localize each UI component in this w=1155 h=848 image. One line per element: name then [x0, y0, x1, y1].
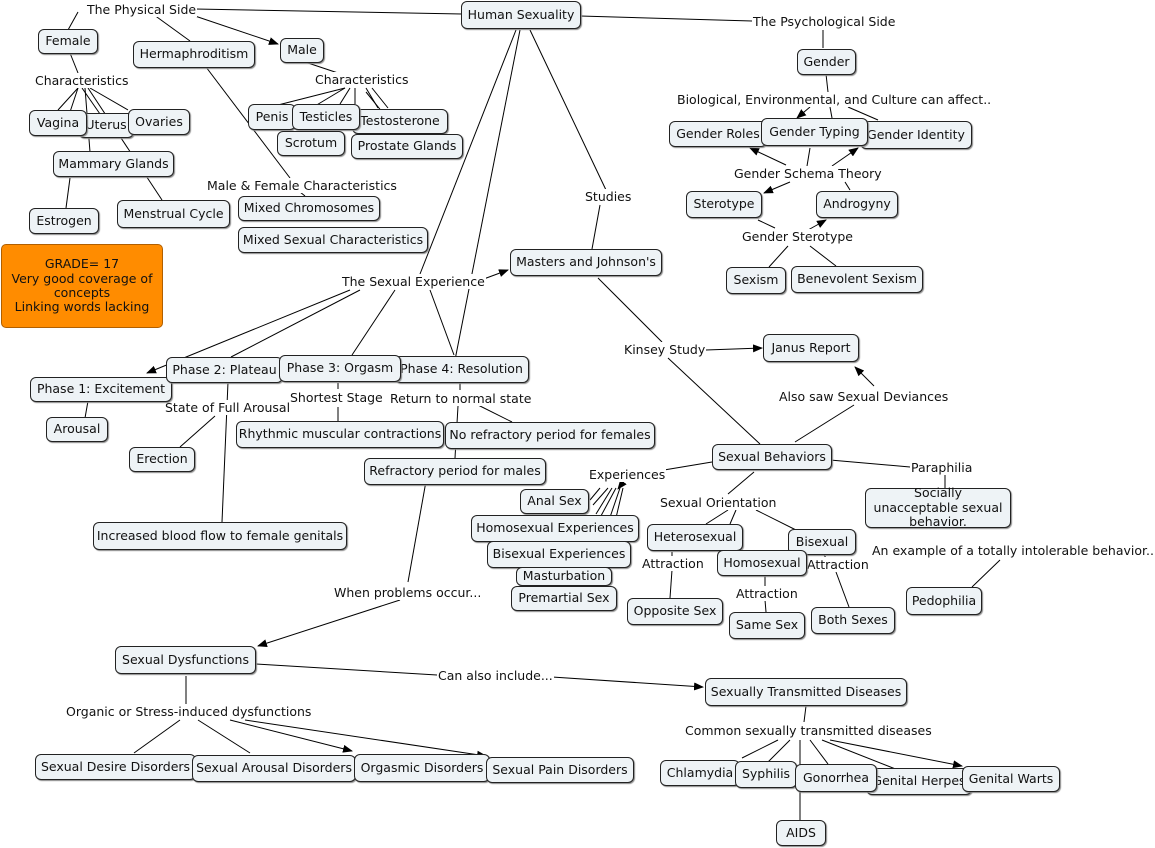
- concept-androgyny[interactable]: Androgyny: [816, 191, 898, 218]
- link-common-stds: Common sexually transmitted diseases: [684, 723, 933, 738]
- link-experiences: Experiences: [588, 467, 667, 482]
- concept-human-sexuality[interactable]: Human Sexuality: [461, 1, 581, 29]
- concept-genital-herpes[interactable]: Genital Herpes: [866, 768, 972, 795]
- link-characteristics-female: Characteristics: [34, 73, 130, 88]
- concept-ovaries[interactable]: Ovaries: [128, 109, 190, 135]
- link-gender-schema-theory: Gender Schema Theory: [733, 166, 883, 181]
- concept-testosterone[interactable]: Testosterone: [352, 109, 448, 134]
- concept-syphilis[interactable]: Syphilis: [735, 761, 797, 788]
- link-physical-side: The Physical Side: [86, 2, 198, 17]
- concept-phase3-orgasm[interactable]: Phase 3: Orgasm: [279, 355, 401, 382]
- concept-homosexual[interactable]: Homosexual: [717, 550, 807, 576]
- concept-female[interactable]: Female: [38, 29, 98, 54]
- link-bio-env-culture: Biological, Environmental, and Culture c…: [676, 92, 993, 107]
- concept-homosexual-experiences[interactable]: Homosexual Experiences: [471, 515, 639, 542]
- link-sexual-experience: The Sexual Experience: [341, 274, 486, 289]
- concept-gender-typing[interactable]: Gender Typing: [761, 118, 868, 146]
- link-kinsey-study: Kinsey Study: [623, 342, 707, 357]
- concept-heterosexual[interactable]: Heterosexual: [647, 524, 743, 551]
- concept-testicles[interactable]: Testicles: [292, 104, 360, 130]
- link-intolerable: An example of a totally intolerable beha…: [871, 543, 1155, 558]
- concept-phase2-plateau[interactable]: Phase 2: Plateau: [166, 357, 283, 383]
- concept-male[interactable]: Male: [280, 38, 324, 63]
- concept-benevolent-sexism[interactable]: Benevolent Sexism: [791, 266, 923, 293]
- concept-estrogen[interactable]: Estrogen: [29, 208, 99, 234]
- link-also-saw: Also saw Sexual Deviances: [778, 389, 950, 404]
- concept-sexual-behaviors[interactable]: Sexual Behaviors: [712, 444, 832, 470]
- concept-same-sex[interactable]: Same Sex: [729, 612, 805, 639]
- link-studies: Studies: [584, 189, 633, 204]
- concept-opposite-sex[interactable]: Opposite Sex: [627, 598, 723, 625]
- concept-sexual-desire-disorders[interactable]: Sexual Desire Disorders: [35, 754, 196, 780]
- link-shortest-stage: Shortest Stage: [289, 390, 384, 405]
- concept-bisexual-experiences[interactable]: Bisexual Experiences: [487, 541, 631, 568]
- link-characteristics-male: Characteristics: [314, 72, 410, 87]
- concept-rhythmic-contractions[interactable]: Rhythmic muscular contractions: [236, 421, 444, 448]
- concept-increased-blood-flow[interactable]: Increased blood flow to female genitals: [93, 522, 347, 550]
- link-attraction-1: Attraction: [641, 556, 705, 571]
- link-attraction-2: Attraction: [806, 557, 870, 572]
- concept-sexual-dysfunctions[interactable]: Sexual Dysfunctions: [115, 646, 256, 674]
- concept-sterotype[interactable]: Sterotype: [686, 191, 762, 218]
- concept-uterus[interactable]: Uterus: [78, 113, 134, 138]
- concept-orgasmic-disorders[interactable]: Orgasmic Disorders: [354, 754, 490, 782]
- concept-gender-identity[interactable]: Gender Identity: [860, 121, 972, 149]
- concept-hermaphroditism[interactable]: Hermaphroditism: [133, 41, 255, 68]
- concept-phase4-resolution[interactable]: Phase 4: Resolution: [394, 356, 529, 383]
- link-can-also-include: Can also include...: [437, 668, 554, 683]
- link-return-normal: Return to normal state: [389, 391, 533, 406]
- link-psychological-side: The Psychological Side: [752, 14, 897, 29]
- concept-gender[interactable]: Gender: [797, 49, 856, 75]
- concept-sexism[interactable]: Sexism: [726, 267, 786, 294]
- concept-no-refractory-females[interactable]: No refractory period for females: [445, 422, 655, 449]
- concept-chlamydia[interactable]: Chlamydia: [660, 760, 740, 786]
- concept-refractory-males[interactable]: Refractory period for males: [364, 458, 546, 485]
- link-organic-stress: Organic or Stress-induced dysfunctions: [65, 704, 313, 719]
- concept-sexual-pain-disorders[interactable]: Sexual Pain Disorders: [486, 757, 634, 783]
- concept-vagina[interactable]: Vagina: [29, 110, 87, 136]
- concept-janus-report[interactable]: Janus Report: [763, 334, 859, 362]
- grade-note: GRADE= 17 Very good coverage of concepts…: [1, 244, 163, 328]
- link-gender-sterotype: Gender Sterotype: [741, 229, 854, 244]
- concept-premartial-sex[interactable]: Premartial Sex: [511, 586, 617, 611]
- concept-phase1-excitement[interactable]: Phase 1: Excitement: [30, 377, 172, 402]
- link-sexual-orientation: Sexual Orientation: [659, 495, 778, 510]
- concept-genital-warts[interactable]: Genital Warts: [962, 766, 1060, 792]
- concept-mixed-sexual-characteristics[interactable]: Mixed Sexual Characteristics: [238, 227, 428, 253]
- concept-erection[interactable]: Erection: [129, 447, 195, 472]
- concept-masturbation[interactable]: Masturbation: [516, 567, 612, 586]
- concept-anal-sex[interactable]: Anal Sex: [520, 489, 589, 514]
- grade-score: GRADE= 17: [44, 256, 120, 272]
- link-male-female-characteristics: Male & Female Characteristics: [206, 178, 398, 193]
- concept-pedophilia[interactable]: Pedophilia: [906, 587, 982, 615]
- concept-gonorrhea[interactable]: Gonorrhea: [795, 764, 877, 792]
- concept-socially-unacceptable[interactable]: Socially unacceptable sexual behavior.: [865, 486, 1011, 529]
- concept-penis[interactable]: Penis: [248, 104, 296, 130]
- concept-mixed-chromosomes[interactable]: Mixed Chromosomes: [238, 196, 380, 221]
- concept-masters-johnsons[interactable]: Masters and Johnson's: [510, 249, 662, 276]
- concept-scrotum[interactable]: Scrotum: [277, 131, 345, 156]
- link-attraction-3: Attraction: [735, 586, 799, 601]
- concept-mammary-glands[interactable]: Mammary Glands: [53, 151, 174, 177]
- grade-comment: Linking words lacking: [14, 299, 150, 315]
- link-state-full-arousal: State of Full Arousal: [164, 400, 292, 415]
- concept-sexual-arousal-disorders[interactable]: Sexual Arousal Disorders: [192, 755, 356, 782]
- link-when-problems: When problems occur...: [333, 585, 483, 600]
- concept-both-sexes[interactable]: Both Sexes: [811, 607, 895, 634]
- concept-stds[interactable]: Sexually Transmitted Diseases: [705, 678, 907, 706]
- concept-aids[interactable]: AIDS: [776, 820, 826, 846]
- grade-coverage: Very good coverage of concepts: [11, 270, 153, 300]
- concept-arousal[interactable]: Arousal: [46, 417, 108, 442]
- concept-gender-roles[interactable]: Gender Roles: [669, 121, 767, 147]
- concept-menstrual-cycle[interactable]: Menstrual Cycle: [117, 200, 230, 228]
- concept-prostate-glands[interactable]: Prostate Glands: [351, 134, 463, 159]
- link-paraphilia: Paraphilia: [910, 460, 974, 475]
